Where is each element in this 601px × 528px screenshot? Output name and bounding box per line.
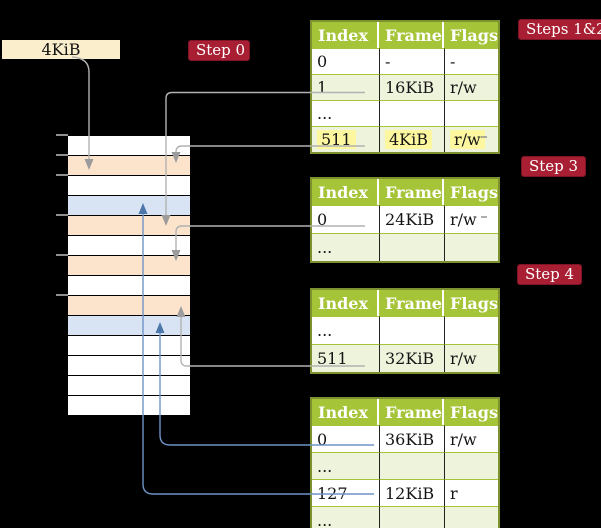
tick-mark (56, 134, 68, 136)
table-cell: 24KiB (379, 205, 444, 233)
table-cell: 4KiB (379, 126, 444, 152)
table-row: 511 4KiB r/w (312, 126, 498, 152)
memory-frame-row-blue (68, 316, 190, 336)
column-header: Frame (379, 290, 444, 316)
memory-frame-row-orange (68, 156, 190, 176)
table-cell (443, 233, 498, 261)
table-cell (443, 100, 498, 126)
step4-badge: Step 4 (517, 264, 583, 285)
column-header: Frame (379, 22, 444, 48)
table-row: ... (312, 233, 498, 261)
memory-frame-row-white (68, 336, 190, 356)
memory-frame-row-orange (68, 296, 190, 316)
memory-frame-row-white (68, 276, 190, 296)
column-header: Frame (379, 399, 444, 425)
table-cell: - (443, 48, 498, 74)
highlighted-value: 4KiB (385, 130, 433, 149)
table-cell: ... (312, 506, 379, 528)
column-header: Index (312, 399, 379, 425)
table-cell: 127 (312, 479, 379, 506)
tick-mark (56, 214, 68, 216)
table-cell: ... (312, 452, 379, 479)
column-header: Flags (443, 399, 498, 425)
table-cell (379, 316, 444, 344)
table-row: ... (312, 452, 498, 479)
table-cell: r/w (443, 205, 498, 233)
memory-frame-row-orange (68, 216, 190, 236)
table-row: 0-- (312, 48, 498, 74)
page-size-box: 4KiB (2, 40, 120, 59)
column-header: Index (312, 22, 379, 48)
table-row: ... (312, 506, 498, 528)
table-cell (443, 452, 498, 479)
table-row: ... (312, 100, 498, 126)
table-cell: r/w (443, 74, 498, 100)
memory-frame-row-white (68, 356, 190, 376)
table-cell: ... (312, 233, 379, 261)
table-cell: 0 (312, 205, 379, 233)
table-cell: - (379, 48, 444, 74)
table-cell: r/w (443, 425, 498, 452)
column-header: Index (312, 179, 379, 205)
table-cell: 16KiB (379, 74, 444, 100)
memory-frame-row-white (68, 176, 190, 196)
physical-memory-column (68, 135, 190, 416)
table-cell (443, 316, 498, 344)
table-cell: 32KiB (379, 344, 444, 372)
tick-mark (56, 174, 68, 176)
steps1and2-badge: Steps 1&2 (518, 19, 601, 40)
column-header: Flags (443, 22, 498, 48)
table-cell: 1 (312, 74, 379, 100)
memory-frame-row-blue (68, 196, 190, 216)
table-cell: 511 (312, 344, 379, 372)
step0-badge: Step 0 (188, 40, 250, 61)
table-cell: ... (312, 316, 379, 344)
table-cell (379, 506, 444, 528)
tick-mark (56, 154, 68, 156)
column-header: Index (312, 290, 379, 316)
table-cell: 0 (312, 425, 379, 452)
memory-frame-row-orange (68, 256, 190, 276)
table-cell: 0 (312, 48, 379, 74)
table-cell (379, 452, 444, 479)
step3-badge: Step 3 (521, 156, 587, 177)
highlighted-value: 511 (317, 130, 356, 149)
column-header: Flags (443, 179, 498, 205)
memory-frame-row-white (68, 236, 190, 256)
memory-frame-row-white (68, 136, 190, 156)
table-cell (379, 100, 444, 126)
table-cell (443, 506, 498, 528)
table-cell: r/w (443, 344, 498, 372)
column-header: Flags (443, 290, 498, 316)
memory-frame-row-white (68, 376, 190, 396)
memory-frame-row-white (68, 396, 190, 416)
column-header: Frame (379, 179, 444, 205)
highlighted-value: r/w (449, 130, 485, 149)
table-cell: 36KiB (379, 425, 444, 452)
tick-mark (56, 254, 68, 256)
table-row: ... (312, 316, 498, 344)
table-cell: 511 (312, 126, 379, 152)
tick-mark (56, 294, 68, 296)
table-cell: 12KiB (379, 479, 444, 506)
table-cell: r/w (443, 126, 498, 152)
table-cell: ... (312, 100, 379, 126)
table-cell (379, 233, 444, 261)
table-cell: r (443, 479, 498, 506)
